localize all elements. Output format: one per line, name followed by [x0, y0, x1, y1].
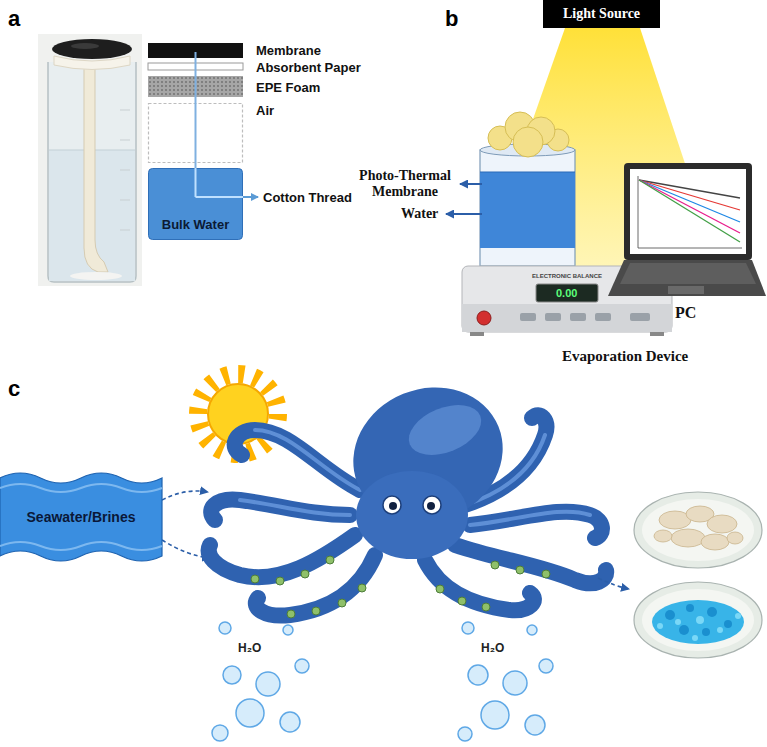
layer-label: EPE Foam — [256, 80, 320, 95]
cotton-thread — [195, 52, 197, 168]
device-label: PC — [675, 304, 696, 322]
layer-label: Membrane — [256, 43, 321, 58]
light-source-box: Light Source — [543, 0, 660, 28]
copper-salt-dish — [634, 582, 762, 658]
layer-label: Cotton Thread — [263, 190, 352, 205]
leader-arrow — [446, 213, 482, 215]
node-text: Seawater/Brines — [27, 509, 136, 525]
layer-label: Absorbent Paper — [256, 60, 361, 75]
vapour-bubbles — [212, 622, 553, 741]
balance-display: 0.00 — [556, 287, 577, 299]
leader-arrow — [460, 183, 482, 185]
balance-brand: ELECTRONIC BALANCE — [532, 273, 602, 279]
node-text: Bulk Water — [162, 217, 229, 232]
water-reservoir: Bulk Water — [148, 168, 243, 240]
node-text: Light Source — [563, 6, 640, 22]
part-label: Water — [401, 206, 438, 222]
salt-dish — [634, 492, 762, 568]
device-label: Evaporation Device — [562, 348, 688, 365]
vapour-label: H₂O — [481, 641, 504, 655]
panel-letter: a — [8, 6, 20, 32]
evaporation-container — [480, 112, 575, 266]
flow-arrow — [162, 491, 208, 500]
layer-label: Air — [256, 103, 274, 118]
octopus — [209, 365, 606, 618]
panel-letter: c — [8, 376, 20, 402]
laptop — [608, 163, 766, 296]
part-label: Photo-Thermal Membrane — [353, 168, 457, 200]
panel-letter: b — [445, 6, 458, 32]
leader-arrow — [243, 196, 258, 198]
vapour-label: H₂O — [238, 641, 261, 655]
flow-arrow — [598, 578, 629, 589]
seawater-band: Seawater/Brines — [0, 468, 162, 566]
beaker-photo — [38, 34, 142, 286]
